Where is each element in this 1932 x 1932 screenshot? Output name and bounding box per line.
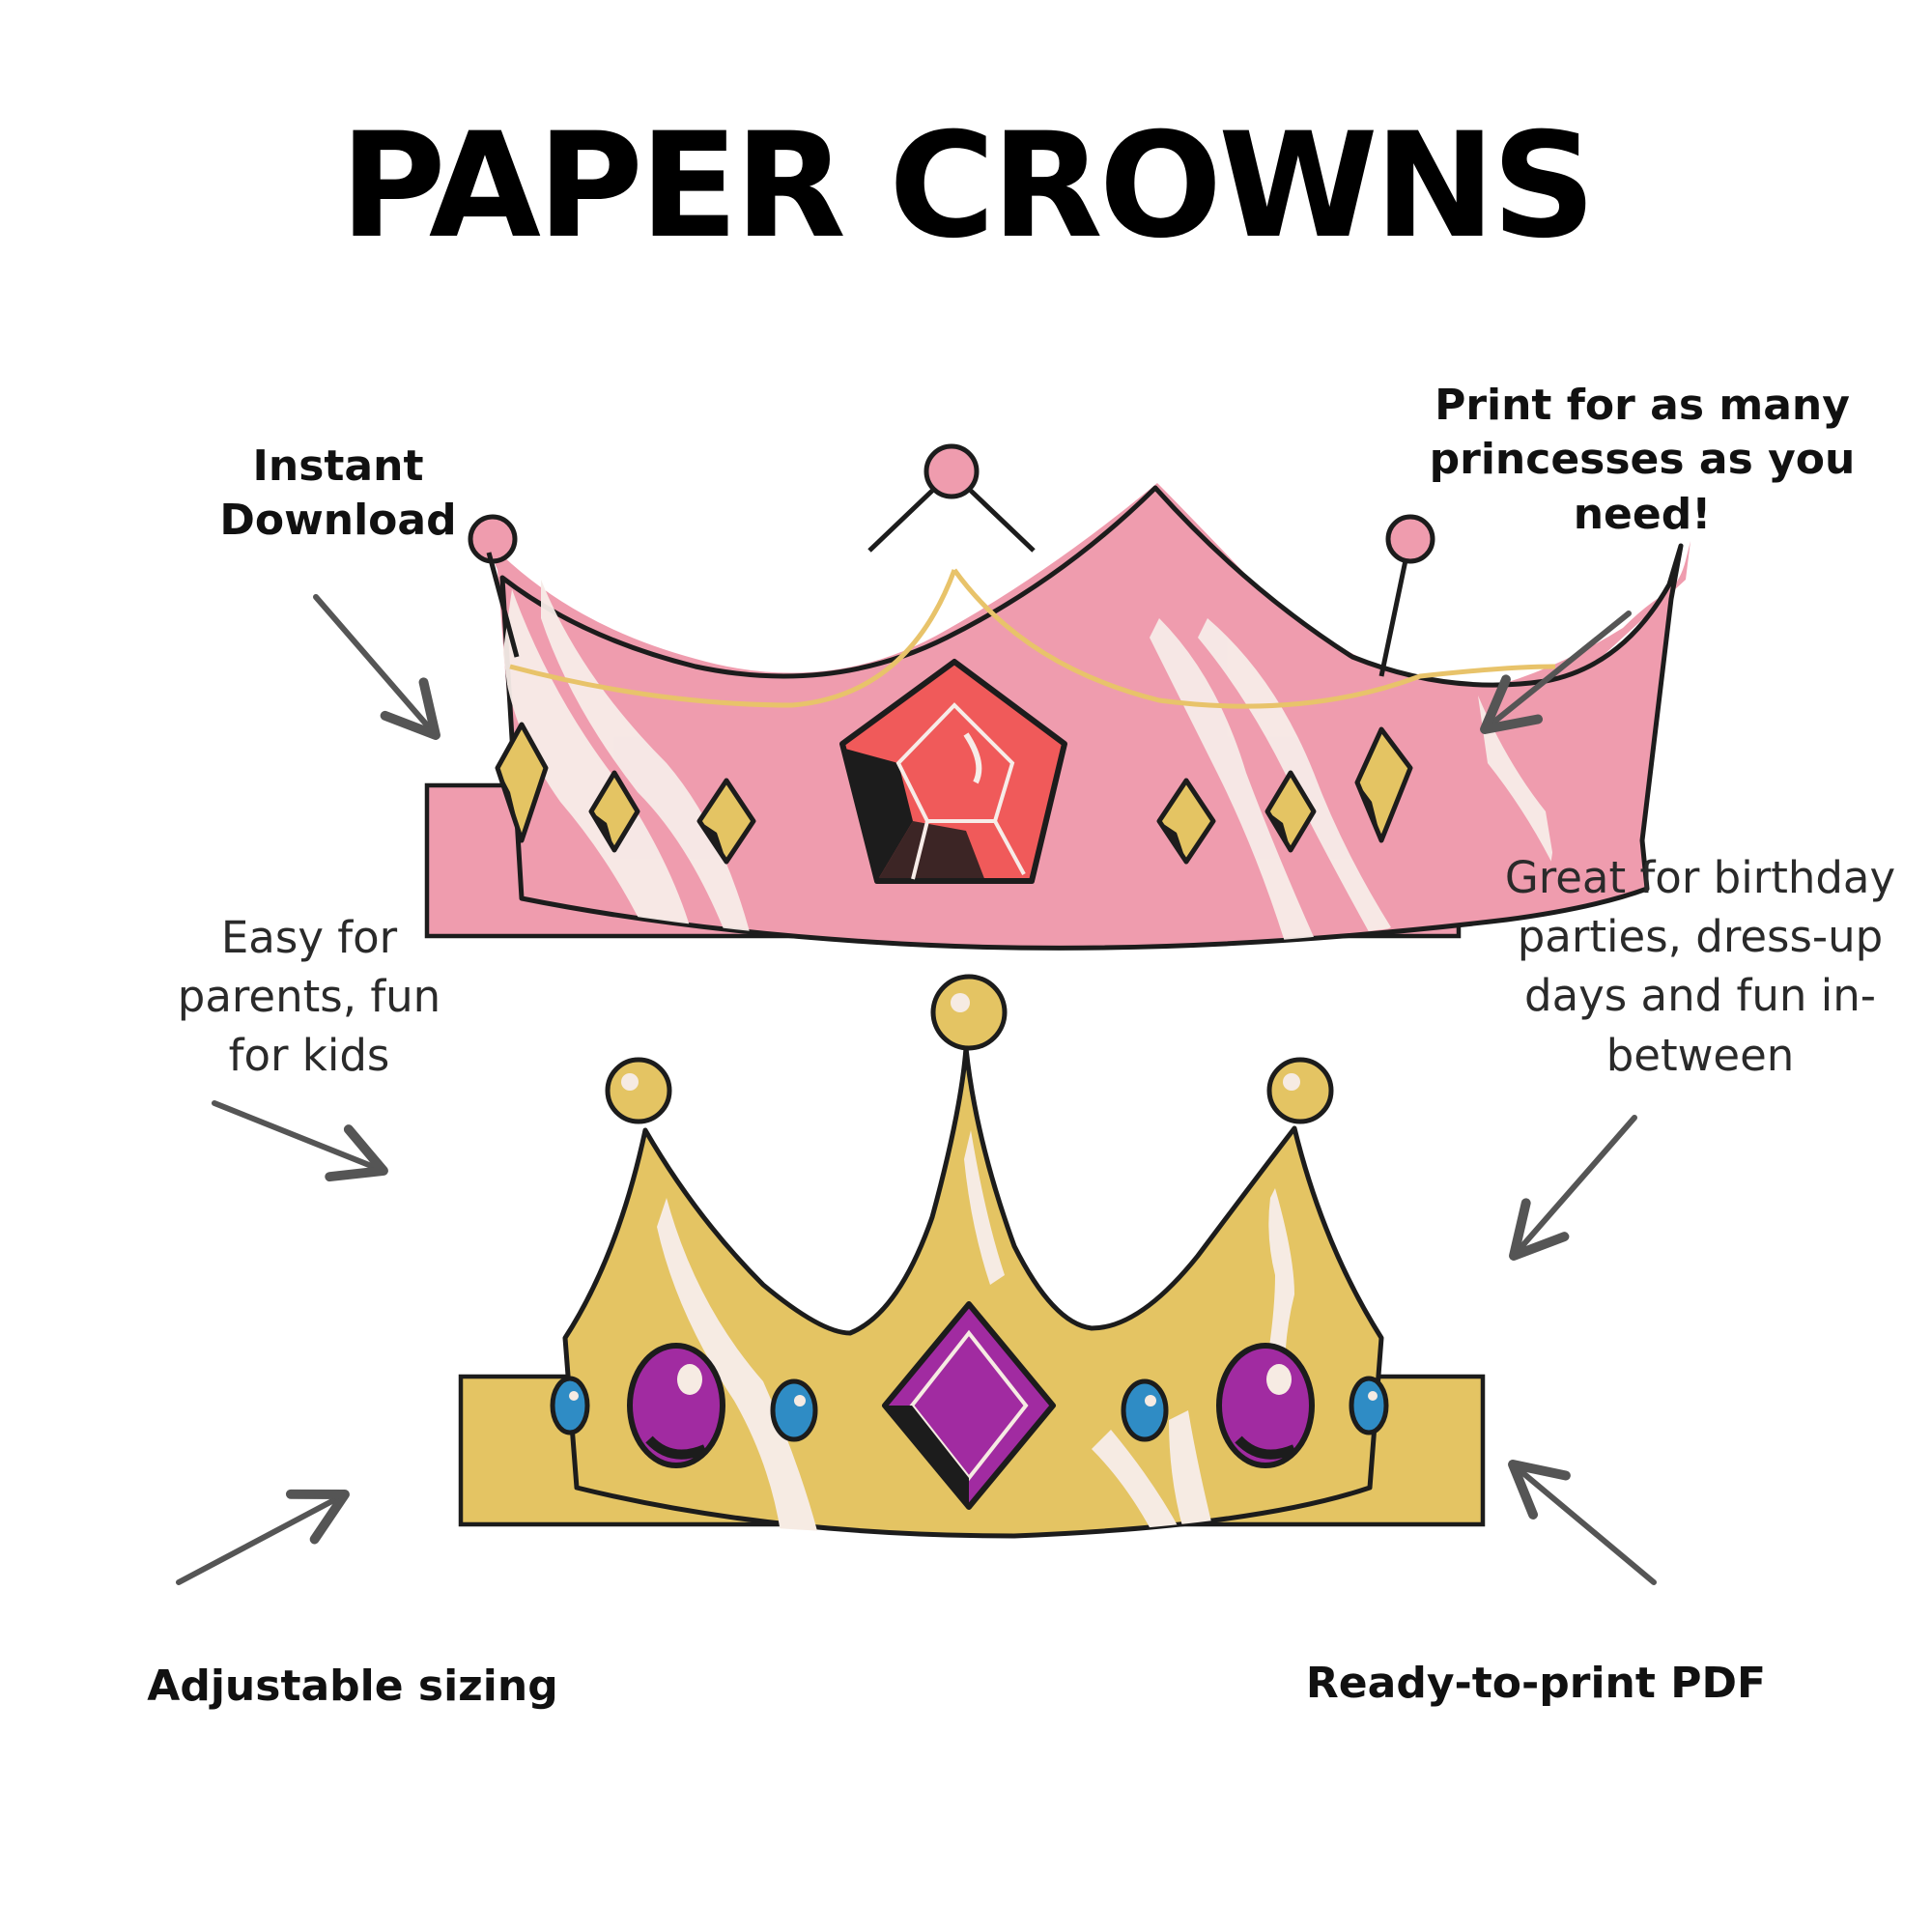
arrow-icon	[176, 1489, 350, 1585]
print-many-label: Print for as many princesses as you need…	[1429, 381, 1856, 539]
instant-download-label: Instant Download	[219, 441, 457, 546]
easy-for-parents-label: Easy for parents, fun for kids	[177, 912, 441, 1082]
arrow-icon	[212, 1100, 388, 1182]
arrow-icon	[313, 594, 440, 740]
gold-crown-illustration	[458, 974, 1486, 1539]
arrow-icon	[1509, 1115, 1637, 1261]
pink-crown-illustration	[424, 443, 1690, 951]
arrow-icons	[176, 594, 1657, 1585]
page-title: PAPER CROWNS	[339, 102, 1597, 270]
great-for-label: Great for birthday parties, dress-up day…	[1504, 852, 1896, 1081]
ready-to-print-label: Ready-to-print PDF	[1305, 1659, 1767, 1708]
adjustable-sizing-label: Adjustable sizing	[147, 1662, 558, 1711]
arrow-icon	[1480, 611, 1632, 734]
arrow-icon	[1508, 1460, 1657, 1585]
